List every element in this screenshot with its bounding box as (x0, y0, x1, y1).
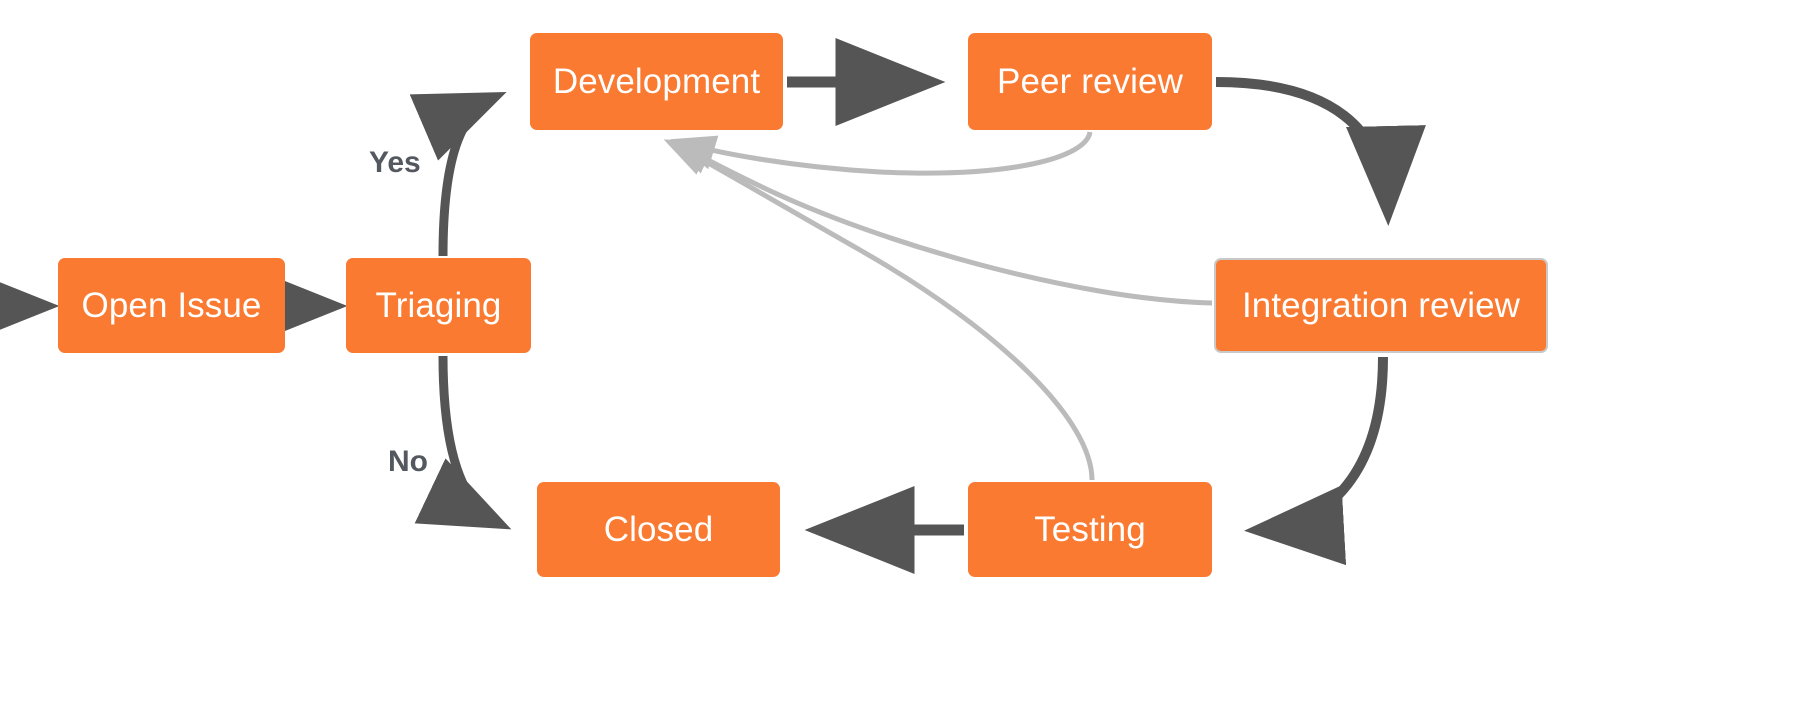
node-open-issue[interactable]: Open Issue (58, 258, 285, 353)
node-peer-review[interactable]: Peer review (968, 33, 1212, 130)
node-closed-label: Closed (603, 510, 714, 549)
edge-peer-review-development-return (670, 131, 1093, 176)
node-peer-review-label: Peer review (997, 62, 1183, 101)
edge-integration-review-development-return (666, 139, 1213, 306)
edge-testing-development-return (663, 139, 1095, 481)
node-open-issue-label: Open Issue (81, 286, 262, 325)
node-triaging[interactable]: Triaging (346, 258, 531, 353)
node-triaging-label: Triaging (375, 286, 502, 325)
edge-label-no: No (388, 445, 428, 478)
node-integration-review-label: Integration review (1241, 286, 1521, 325)
node-development[interactable]: Development (530, 33, 783, 130)
node-testing[interactable]: Testing (968, 482, 1212, 577)
node-development-label: Development (552, 62, 761, 101)
node-closed[interactable]: Closed (537, 482, 780, 577)
edge-triaging-closed (414, 355, 512, 530)
edge-peer-review-integration-review (1215, 77, 1426, 226)
node-integration-review[interactable]: Integration review (1214, 258, 1548, 353)
edge-integration-review-testing (1244, 356, 1388, 566)
edge-triaging-development (409, 92, 507, 257)
node-testing-label: Testing (1034, 510, 1146, 549)
edge-label-yes: Yes (369, 146, 421, 179)
